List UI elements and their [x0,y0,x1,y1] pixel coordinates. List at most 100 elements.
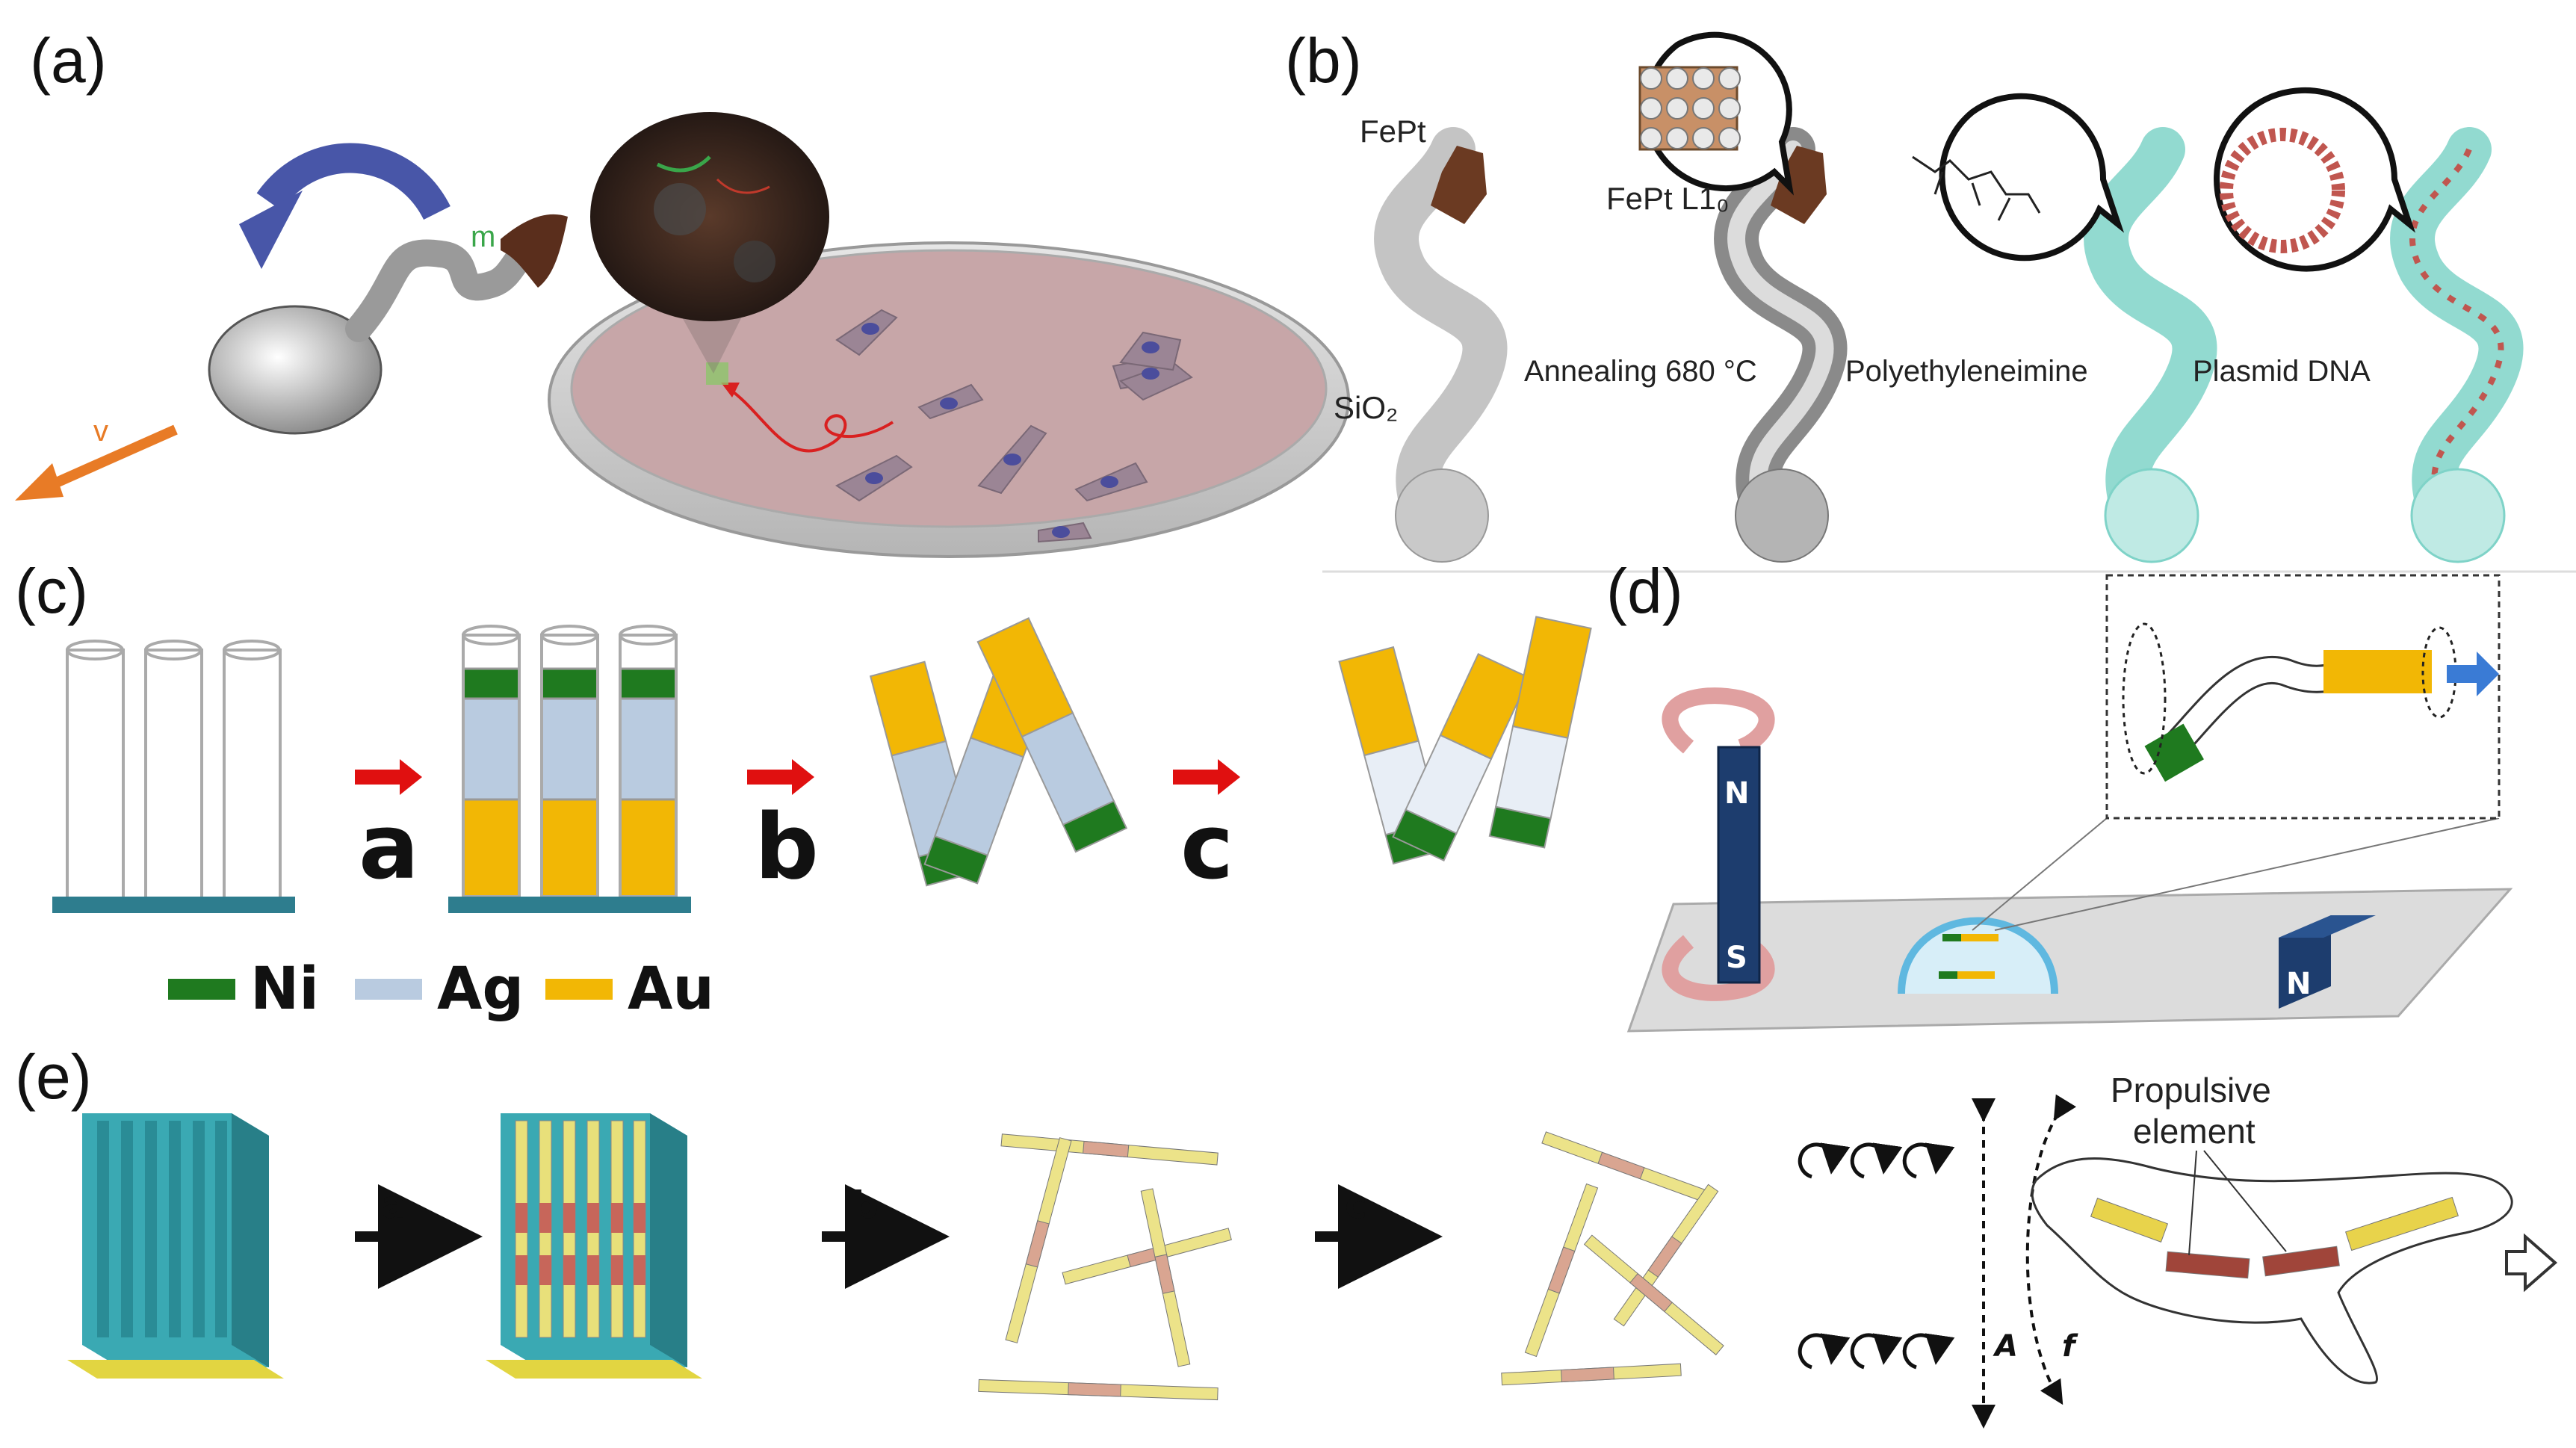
rotation-bottom-icon [1662,933,1775,1001]
panel-e: (e) a [15,1042,2558,1429]
trajectory-arrowhead-icon [721,383,740,397]
sio2-label: SiO₂ [1334,390,1398,425]
fept-label: FePt [1360,114,1426,149]
pei-label: Polyethyleneimine [1845,355,2088,388]
panel-c: (c) a b [15,556,1592,1023]
etched-nanowires [1338,616,1592,865]
red-arrow-b-icon [747,759,814,795]
droplet-swimmers [1939,934,1998,979]
velocity-arrow-icon [39,424,178,495]
helix-sphere-3 [2104,468,2199,563]
callout-line-2 [2203,1150,2287,1252]
helix-sphere-1 [1395,468,1489,563]
step-e-a-label: a [381,1184,406,1227]
zoom-line-right [1994,817,2500,931]
step-e-c-label: c [1345,1184,1367,1227]
material-legend: Ni Ag Au [168,956,714,1023]
swimmer-trajectory [727,387,894,453]
polymer-chain-icon [1912,155,2041,221]
step-a-label: a [359,796,419,900]
released-nanowires [869,617,1128,887]
inset-au-segment [2323,650,2432,693]
zoom-line-left [1972,817,2108,931]
step-b-label: b [755,796,819,900]
panel-a-label: (a) [30,25,107,96]
template-base-1 [52,897,295,913]
helix-sphere-4 [2410,468,2506,563]
zoom-inset [2105,574,2501,820]
frequency-arrow-icon [2025,1094,2077,1405]
inset-propulsion-arrow-icon [2447,652,2499,696]
legend-label-ag: Ag [437,956,524,1023]
fept-l10-cap [1771,146,1827,224]
helix-pei [2084,127,2217,530]
cell-nuclei [861,323,1159,538]
rotation-arrow-icon [256,143,451,220]
petri-dish-medium [570,249,1328,528]
red-arrow-c-icon [1173,759,1240,795]
glass-bead [208,305,383,435]
panel-b-label: (b) [1285,25,1362,96]
propulsive-label-line1: Propulsive [2111,1071,2271,1110]
legend-swatch-ag [355,979,422,1000]
velocity-arrowhead-icon [15,463,64,501]
velocity-label: v [93,415,108,448]
propulsive-segments [2090,1196,2459,1279]
helix-dna [2390,127,2524,530]
inset-ni-segment [2144,723,2204,782]
plasmid-ring-icon [2220,128,2345,253]
fept-l10-label: FePt L1₀ [1606,181,1730,216]
rotation-ellipse-left [2122,622,2167,775]
panel-d-label: (d) [1606,556,1683,626]
block-north-label: N [2286,967,2311,1001]
microscopy-details [654,155,775,282]
panel-a: (a) m v [15,25,1350,558]
legend-label-au: Au [628,956,714,1023]
helix-sphere-2 [1735,468,1829,563]
panel-e-label: (e) [15,1042,92,1112]
microscopy-image [590,112,829,321]
magnetic-head [501,214,568,288]
fish-outline [2031,1157,2513,1384]
magnet-block [2279,915,2331,1009]
filled-template [462,625,678,898]
rotation-arrows-bottom [1798,1333,1955,1370]
released-rods [978,1133,1232,1401]
panel-b: (b) FePt SiO₂ FePt L1₀ Annealing 680 °C … [1285,25,2524,563]
etched-rods [1501,1131,1724,1386]
template-block-empty [67,1113,284,1379]
bar-magnet [1717,746,1761,984]
amplitude-label: A [1993,1329,2018,1364]
legend-swatch-ni [168,979,235,1000]
magnet-block-top [2279,915,2376,938]
legend-swatch-au [545,979,613,1000]
propulsive-label-line2: element [2133,1112,2255,1151]
rotation-arrowhead-icon [239,191,303,269]
template-base-2 [448,897,691,913]
magnetization-label: m [471,220,495,253]
magnet-north-label: N [1724,776,1749,811]
frequency-label: f [2062,1329,2078,1364]
magnet-south-label: S [1726,941,1747,975]
helix-annealed-highlight [1727,140,1834,517]
empty-template [66,640,282,906]
fept-cap [1431,146,1487,224]
polymer-bubble [1939,93,2125,262]
rotation-arrows-top [1798,1142,1955,1179]
red-arrow-a-icon [355,759,422,795]
dna-label: Plasmid DNA [2193,355,2371,388]
legend-label-ni: Ni [250,956,319,1023]
step-c-label: c [1180,796,1233,900]
target-cell [706,362,728,385]
helix-sio2 [1374,127,1508,530]
template-block-filled [486,1113,702,1379]
annealing-label: Annealing 680 °C [1524,355,1757,388]
panel-d: (d) N S N [1606,556,2513,1033]
rotation-top-icon [1662,687,1775,755]
dna-coating [2409,148,2504,510]
panel-c-label: (c) [15,556,88,626]
swim-direction-arrow-icon [2505,1233,2558,1293]
step-e-b-label: b [852,1184,879,1227]
crystal-lattice-icon [1638,66,1741,151]
helical-tail [345,226,559,342]
